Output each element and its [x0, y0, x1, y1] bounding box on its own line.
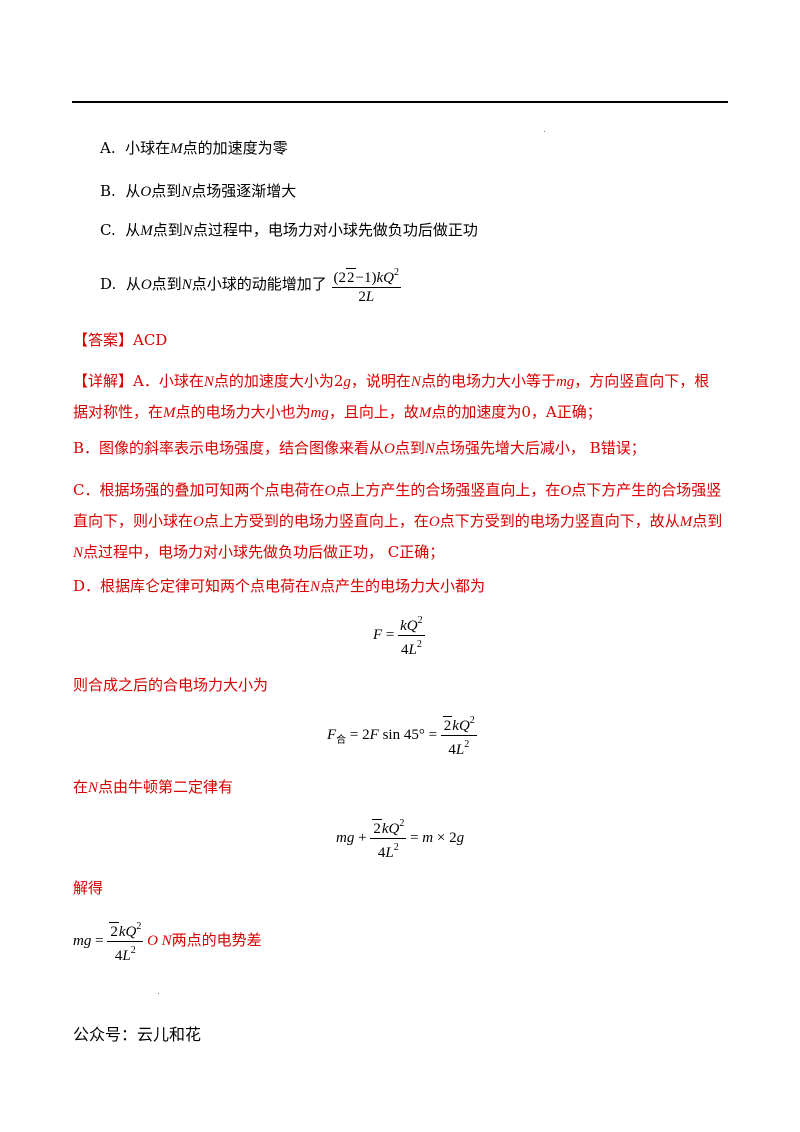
- combined-text: 则合成之后的合电场力大小为: [73, 676, 269, 694]
- detail-a: 【详解】A．小球在N点的加速度大小为2g，说明在N点的电场力大小等于mg，方向竖…: [73, 372, 710, 421]
- footer-account: 公众号：云儿和花: [73, 1025, 202, 1044]
- header-rule: [72, 101, 728, 103]
- newton-text: 在N点由牛顿第二定律有: [73, 778, 234, 796]
- answer: 【答案】ACD: [73, 331, 168, 349]
- option-c: C. 从M点到N点过程中，电场力对小球先做负功后做正功: [100, 221, 478, 239]
- option-d-fraction: (22−1)kQ2 2L: [331, 264, 401, 306]
- solve-text: 解得: [73, 879, 104, 897]
- detail-b: B．图像的斜率表示电场强度，结合图像来看从O点到N点场强先增大后减小， B错误；: [73, 439, 646, 457]
- stray-dot: [544, 131, 545, 132]
- option-d: D. 从O点到N点小球的动能增加了 (22−1)kQ2 2L: [100, 264, 401, 306]
- option-a: A. 小球在M点的加速度为零: [100, 139, 288, 157]
- option-b: B. 从O点到N点场强逐渐增大: [100, 182, 297, 200]
- detail-c: C．根据场强的叠加可知两个点电荷在O点上方产生的合场强竖直向上，在O点下方产生的…: [73, 481, 723, 561]
- stray-dot: [158, 993, 159, 994]
- detail-d: D．根据库仑定律可知两个点电荷在N点产生的电场力大小都为: [73, 577, 486, 595]
